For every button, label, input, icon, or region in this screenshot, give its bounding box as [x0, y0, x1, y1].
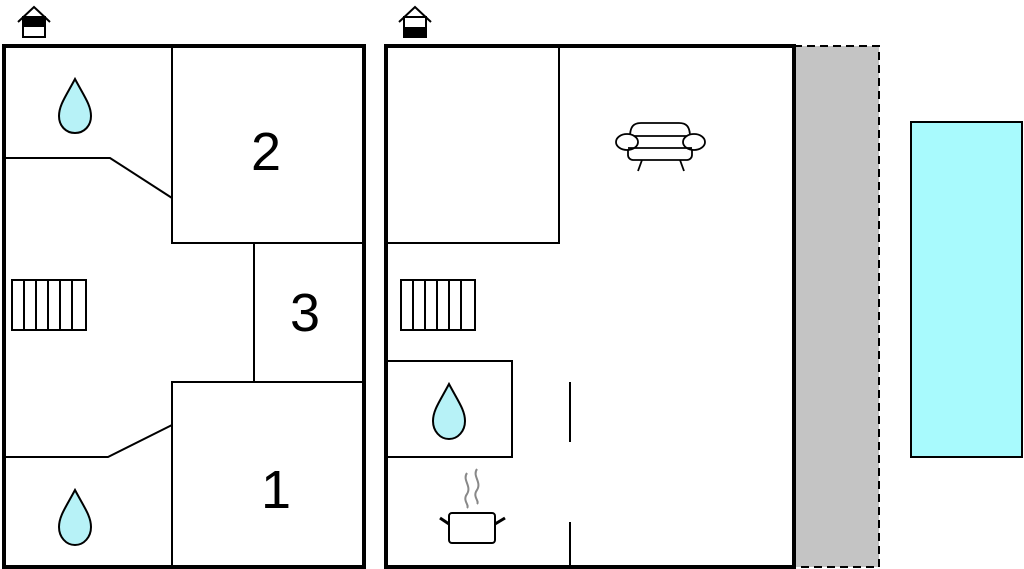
left-floor-outline: [2, 44, 366, 569]
room-number-3: 3: [290, 283, 320, 343]
stairs-icon: [11, 279, 87, 331]
room-number-2: 2: [251, 122, 281, 182]
left-floor: 2 3 1: [2, 44, 366, 569]
sofa-icon: [615, 122, 706, 172]
cooking-pot-icon: [439, 468, 506, 544]
water-drop-icon: [431, 381, 467, 441]
right-floor: [384, 44, 880, 569]
floor-indicator-left-icon: [17, 5, 51, 38]
bath-top-wall: [4, 157, 173, 199]
terrace-area: [793, 45, 880, 568]
bath-walls: [386, 360, 513, 458]
right-floor-outline: [384, 44, 796, 569]
room-1-walls: [171, 381, 364, 567]
floor-indicator-right-icon: [398, 5, 432, 38]
bath-bottom-wall: [4, 424, 173, 458]
pool-area: [910, 121, 1023, 458]
upper-room-walls: [386, 46, 560, 244]
water-drop-icon: [57, 487, 93, 547]
room-number-1: 1: [261, 460, 291, 520]
stairs-icon: [400, 279, 476, 331]
room-2-walls: [171, 46, 364, 244]
water-drop-icon: [57, 76, 93, 135]
